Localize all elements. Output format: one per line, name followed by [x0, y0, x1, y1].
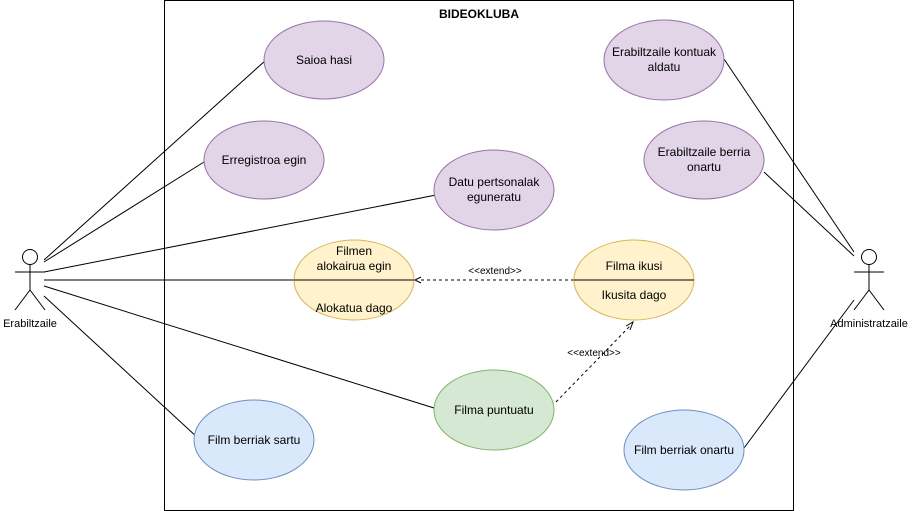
use-case-register-label: Erregistroa egin [222, 153, 307, 167]
use-case-watch[interactable]: Filma ikusi Ikusita dago [573, 239, 695, 321]
use-case-update-data[interactable]: Datu pertsonalak eguneratu [433, 149, 555, 231]
actor-user-icon [14, 249, 46, 311]
actor-admin-icon [853, 249, 885, 311]
actor-admin-label: Administratzaile [830, 318, 908, 330]
use-case-rented-label: Alokatua dago [316, 301, 393, 315]
use-case-approve-user-line1: Erabiltzaile berria [658, 145, 751, 159]
assoc-admin-approve-user [763, 171, 855, 257]
use-case-login-label: Saioa hasi [296, 53, 352, 67]
assoc-user-register [43, 161, 205, 263]
system-title: BIDEOKLUBA [439, 7, 519, 21]
use-case-rent-line2: alokairua egin [317, 259, 392, 273]
assoc-user-login [43, 59, 267, 261]
actor-admin[interactable]: Administratzaile [830, 249, 908, 331]
use-case-rent-line1: Filmen [336, 244, 372, 258]
admin-associations [723, 58, 855, 449]
use-case-approve-user[interactable]: Erabiltzaile berria onartu [643, 120, 765, 200]
use-case-change-accounts[interactable]: Erabiltzaile kontuak aldatu [603, 19, 725, 101]
use-case-register[interactable]: Erregistroa egin [203, 120, 325, 200]
extend-label-1: <<extend>> [468, 266, 522, 277]
assoc-user-rate [43, 285, 435, 409]
assoc-user-add-films [43, 295, 199, 439]
extend-relations: <<extend>> <<extend>> [413, 266, 634, 403]
actor-user[interactable]: Erabiltzaile [3, 249, 57, 331]
use-case-change-accounts-line1: Erabiltzaile kontuak [612, 45, 717, 59]
use-case-watched-label: Ikusita dago [602, 288, 667, 302]
use-case-update-data-line2: eguneratu [467, 190, 521, 204]
use-case-add-films[interactable]: Film berriak sartu [193, 399, 315, 481]
extend-arrowhead-watch [625, 320, 634, 331]
assoc-admin-change-accounts [723, 58, 855, 253]
use-case-add-films-label: Film berriak sartu [208, 433, 301, 447]
use-case-update-data-line1: Datu pertsonalak [449, 175, 541, 189]
use-case-rate-label: Filma puntuatu [454, 403, 533, 417]
use-case-approve-films[interactable]: Film berriak onartu [623, 409, 745, 491]
use-case-approve-films-label: Film berriak onartu [634, 443, 734, 457]
user-associations [43, 59, 437, 439]
use-case-change-accounts-line2: aldatu [648, 60, 681, 74]
use-case-login[interactable]: Saioa hasi [263, 20, 385, 100]
use-case-watch-label: Filma ikusi [606, 259, 663, 273]
extend-arrowhead-rent [413, 276, 422, 284]
extend-label-2: <<extend>> [567, 348, 621, 359]
use-case-rent[interactable]: Filmen alokairua egin Alokatua dago [293, 239, 415, 321]
assoc-admin-approve-films [743, 299, 855, 449]
use-case-approve-user-line2: onartu [687, 160, 721, 174]
use-case-rate[interactable]: Filma puntuatu [433, 369, 555, 451]
assoc-user-update-data [43, 194, 437, 273]
actor-user-label: Erabiltzaile [3, 318, 57, 330]
